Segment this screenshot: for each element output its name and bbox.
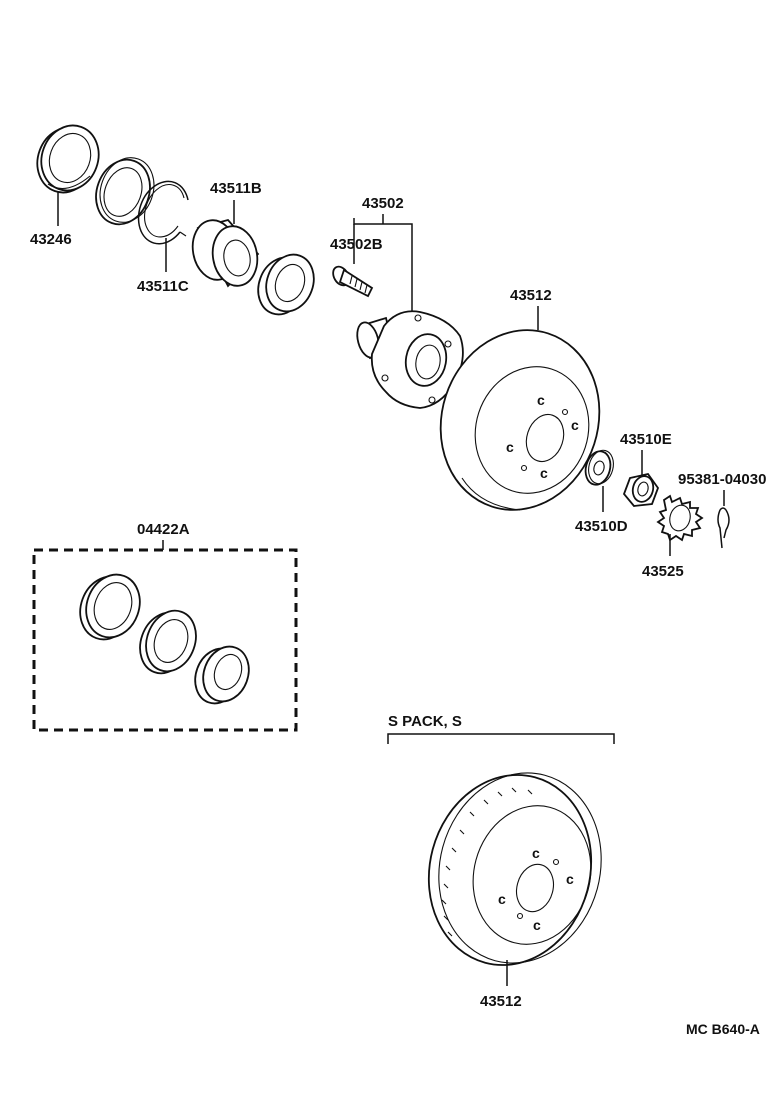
label-43246: 43246 [30,231,72,248]
hub-bolt-43502B-icon[interactable] [330,264,374,298]
kit-bearing-race-icon[interactable] [132,604,204,681]
snap-ring-43511C-icon[interactable] [137,180,189,245]
stud-hole: c [506,439,514,455]
label-43502B: 43502B [330,236,383,253]
label-43510D: 43510D [575,518,628,535]
washer-43510D-icon[interactable] [582,447,617,487]
figure-code: MC B640-A [686,1021,760,1037]
label-s-pack: S PACK, S [388,713,462,730]
bearing-race-small-icon[interactable] [250,248,321,321]
lock-cap-43525-icon[interactable] [656,494,704,542]
kit-outer-race-icon[interactable] [72,567,149,647]
brake-disc-43512-ventilated-icon[interactable]: c c c c [408,755,622,984]
bearing-race-icon[interactable] [87,150,162,232]
stud-hole: c [571,417,579,433]
oil-seal-43246-icon[interactable] [28,117,107,200]
label-43525: 43525 [642,563,684,580]
kit-bearing-cone-icon[interactable] [188,640,256,710]
stud-hole: c [532,845,540,861]
label-04422A: 04422A [137,521,190,538]
stud-hole: c [498,891,506,907]
label-43511B: 43511B [210,180,262,197]
label-43510E: 43510E [620,431,672,448]
hub-nut-43510E-icon[interactable] [622,472,660,507]
stud-hole: c [540,465,548,481]
axle-hub-43502-icon[interactable] [354,310,464,409]
label-43511C: 43511C [137,278,189,295]
label-43502: 43502 [362,195,404,212]
leader-43502 [353,218,413,312]
label-43512-top: 43512 [510,287,552,304]
cotter-pin-95381-icon[interactable] [717,507,730,549]
label-95381-04030: 95381-04030 [678,471,766,488]
kit-04422A-box[interactable] [32,548,298,732]
bearing-43511B-icon[interactable] [188,217,262,290]
stud-hole: c [533,917,541,933]
bracket-s-pack [387,733,615,744]
label-43512-bottom: 43512 [480,993,522,1010]
brake-disc-43512-top-icon[interactable]: c c c c [418,309,623,530]
stud-hole: c [566,871,574,887]
stud-hole: c [537,392,545,408]
